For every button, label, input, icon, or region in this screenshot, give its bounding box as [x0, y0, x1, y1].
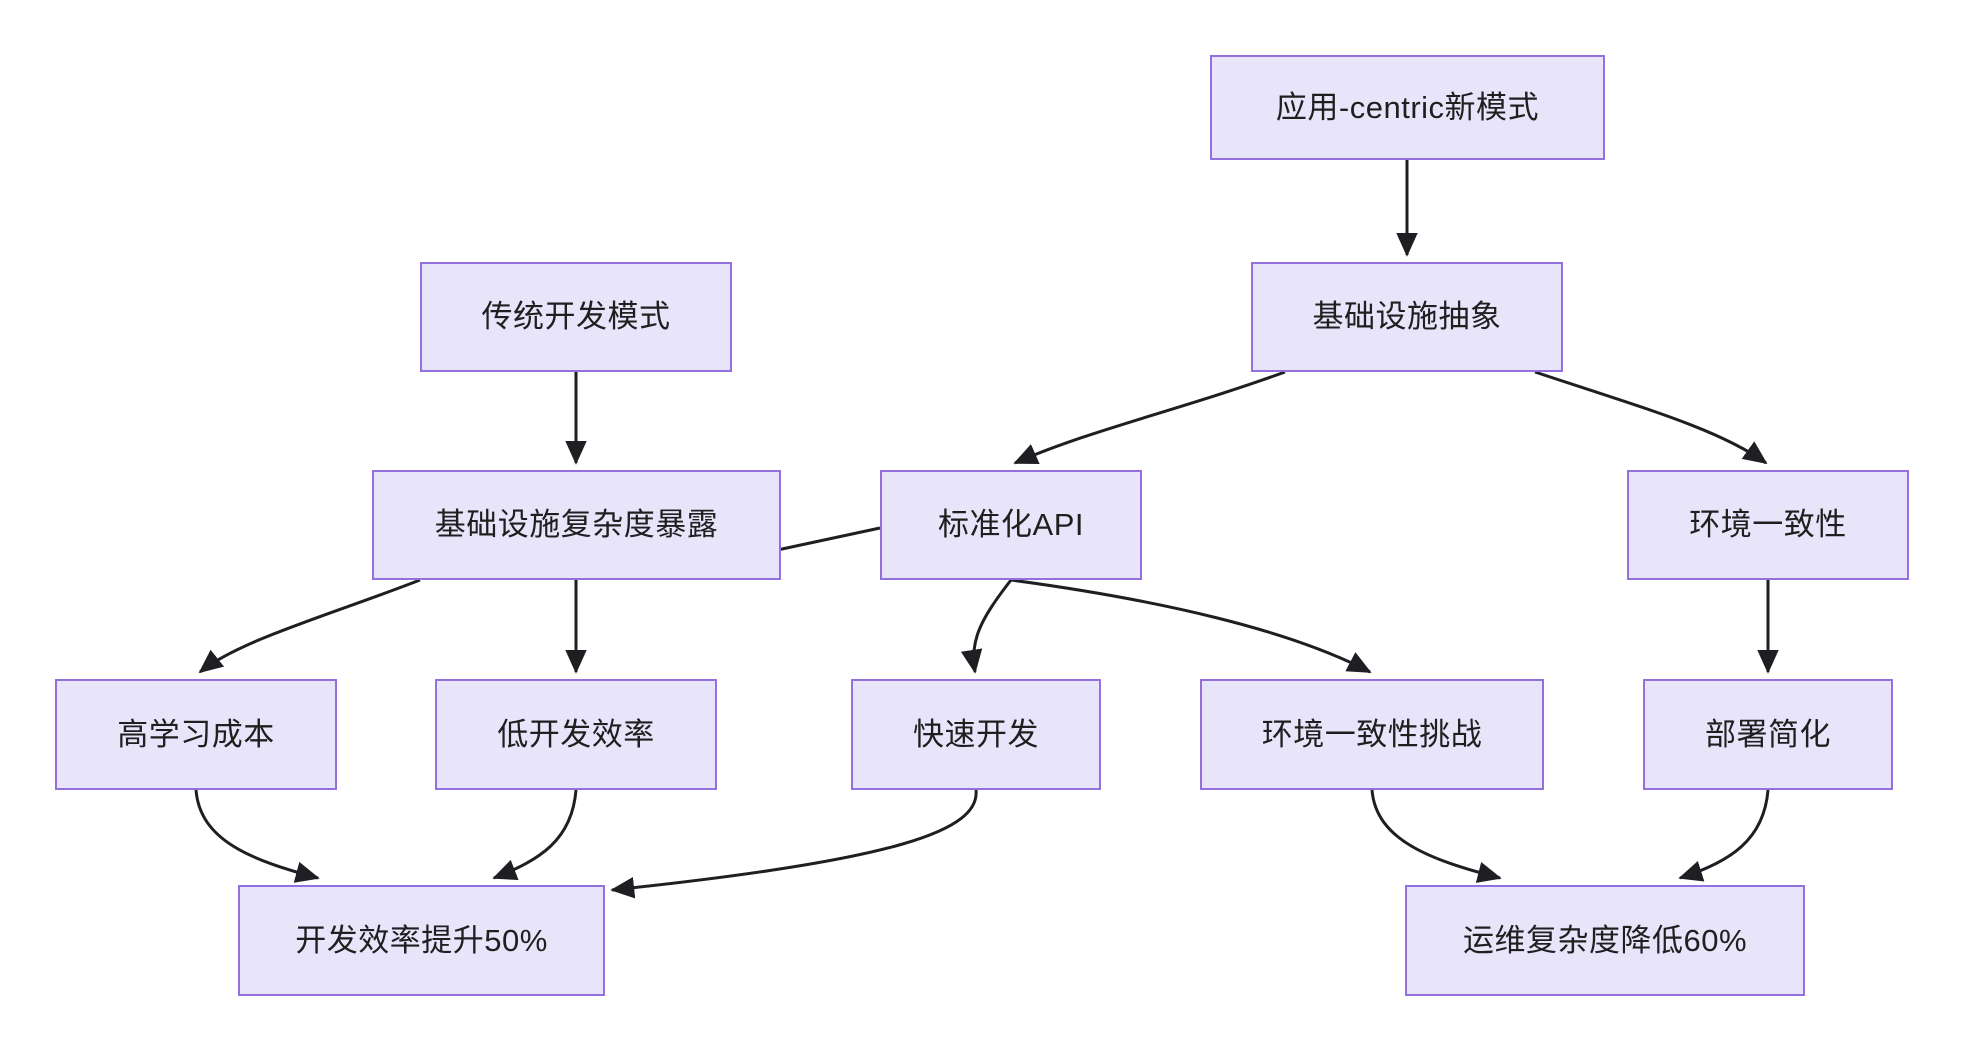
flow-node-label: 应用-centric新模式 [1275, 89, 1540, 125]
edge-n3-to-n6 [1534, 370, 1768, 465]
edge-n4-to-n7 [198, 578, 421, 674]
flow-node-label: 低开发效率 [497, 716, 655, 752]
edge-n5-to-n10 [1010, 578, 1372, 674]
flow-node-n11[interactable]: 部署简化 [1643, 679, 1893, 790]
edge-n7-to-n12 [194, 789, 320, 883]
flow-node-label: 传统开发模式 [481, 299, 671, 335]
flow-node-label: 快速开发 [913, 716, 1039, 752]
flow-node-label: 环境一致性挑战 [1261, 716, 1483, 752]
flow-node-n7[interactable]: 高学习成本 [55, 679, 337, 790]
edge-n11-to-n13 [1678, 789, 1770, 882]
flow-node-label: 基础设施抽象 [1312, 299, 1502, 335]
flow-node-n9[interactable]: 快速开发 [851, 679, 1101, 790]
edge-n9-to-n12 [610, 789, 978, 899]
flow-node-n1[interactable]: 应用-centric新模式 [1210, 55, 1605, 160]
flow-node-label: 运维复杂度降低60% [1462, 922, 1748, 958]
flow-node-n8[interactable]: 低开发效率 [435, 679, 717, 790]
flow-node-n2[interactable]: 传统开发模式 [420, 262, 732, 372]
flow-node-label: 开发效率提升50% [295, 922, 548, 958]
flow-node-label: 环境一致性 [1689, 507, 1847, 543]
flow-node-n10[interactable]: 环境一致性挑战 [1200, 679, 1544, 790]
flow-node-n12[interactable]: 开发效率提升50% [238, 885, 605, 996]
flow-node-n4[interactable]: 基础设施复杂度暴露 [372, 470, 781, 580]
edge-n5-to-n9 [960, 579, 1013, 674]
edge-n8-to-n12 [492, 789, 578, 880]
flow-node-label: 部署简化 [1705, 716, 1831, 752]
flow-node-label: 标准化API [938, 507, 1084, 543]
flow-node-n6[interactable]: 环境一致性 [1627, 470, 1909, 580]
flow-node-label: 基础设施复杂度暴露 [434, 507, 719, 543]
edge-n3-to-n5 [1013, 370, 1286, 465]
flow-node-n13[interactable]: 运维复杂度降低60% [1405, 885, 1805, 996]
edge-n10-to-n13 [1370, 789, 1502, 883]
flow-node-n3[interactable]: 基础设施抽象 [1251, 262, 1563, 372]
flow-node-label: 高学习成本 [117, 716, 275, 752]
flow-node-n5[interactable]: 标准化API [880, 470, 1142, 580]
